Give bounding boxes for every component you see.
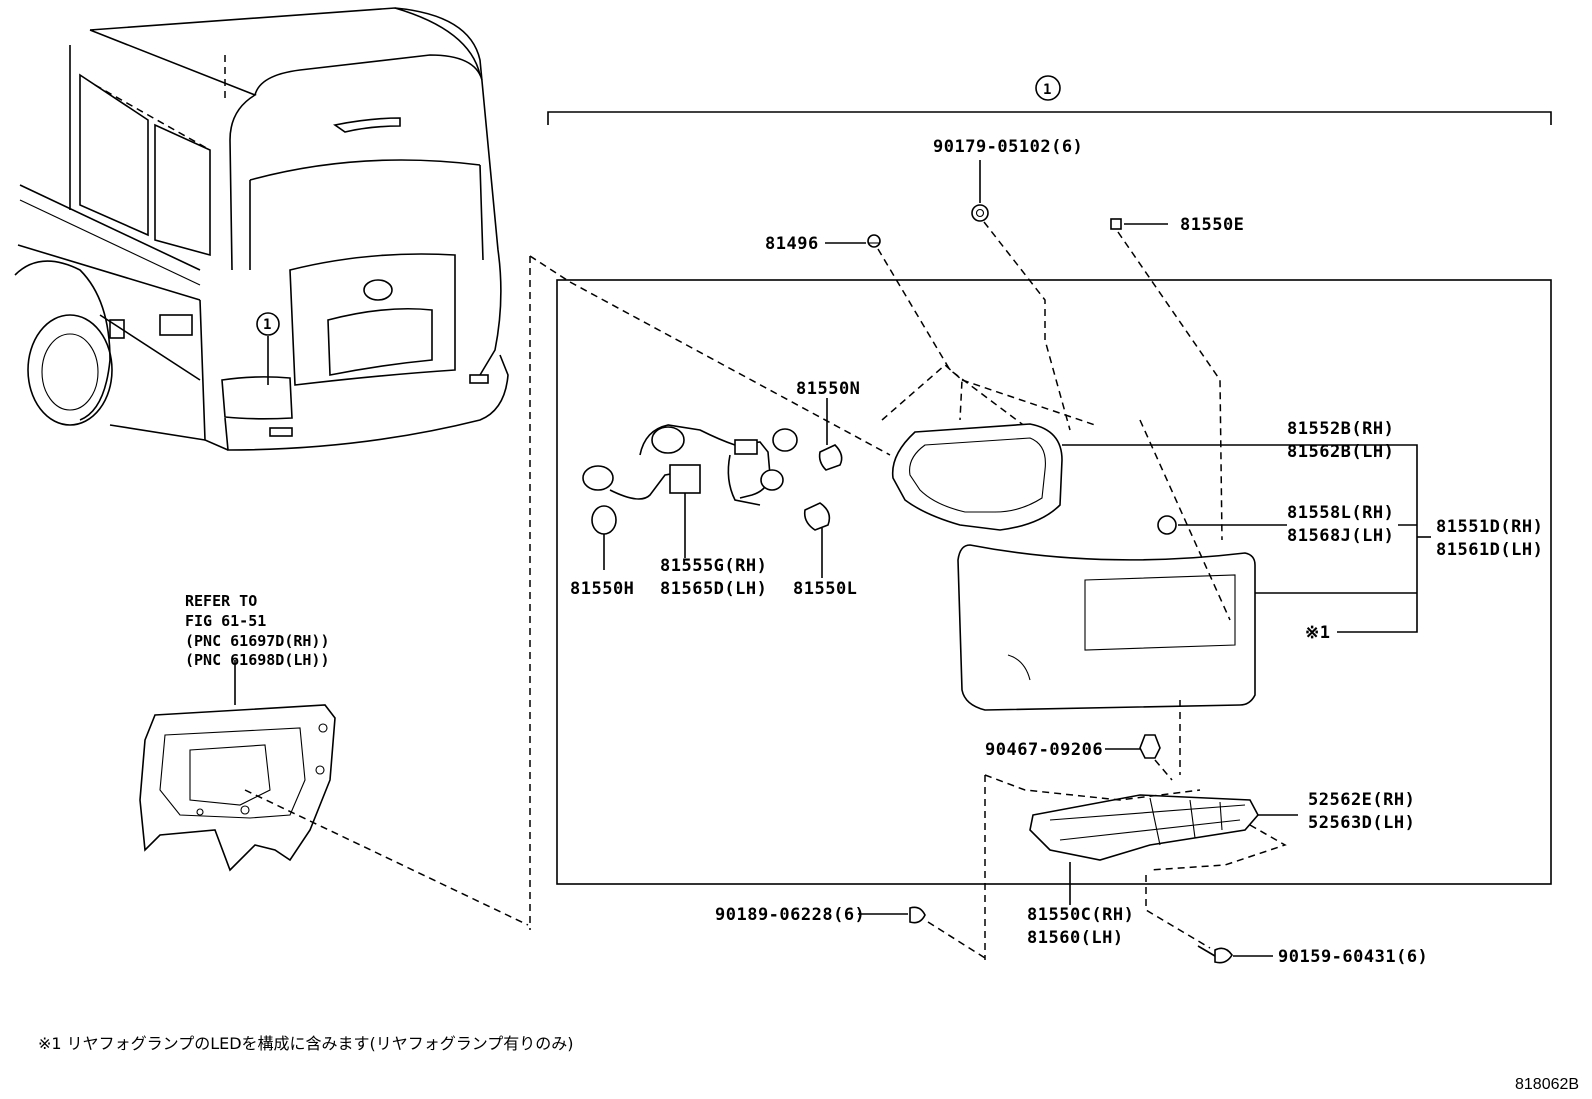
- screw-90159: [1197, 945, 1273, 964]
- clip-81496: [825, 234, 881, 248]
- label-81550C-rh: 81550C(RH): [1027, 905, 1134, 925]
- socket-wire-81555G: [582, 424, 798, 558]
- label-81550E: 81550E: [1180, 215, 1244, 235]
- bulb-81550H: [591, 505, 617, 570]
- gasket-81552B: [891, 423, 1063, 531]
- label-81568J-lh: 81568J(LH): [1287, 526, 1394, 546]
- label-81551D-rh: 81551D(RH): [1436, 517, 1543, 537]
- refer-line-3: (PNC 61697D(RH)): [185, 632, 330, 650]
- label-81496: 81496: [765, 234, 819, 254]
- label-81561D-lh: 81561D(LH): [1436, 540, 1543, 560]
- bolt-90467: [1105, 734, 1161, 759]
- label-90159-60431: 90159-60431(6): [1278, 947, 1428, 967]
- label-52563D-lh: 52563D(LH): [1308, 813, 1415, 833]
- figure-code: 818062B: [1515, 1076, 1579, 1093]
- label-note-ref: ※1: [1305, 623, 1330, 643]
- refer-panel-61697D: [139, 660, 336, 872]
- label-90467-09206: 90467-09206: [985, 740, 1103, 760]
- vehicle-callout-number: 1: [263, 317, 271, 333]
- vehicle-rear-illustration: 1: [14, 7, 509, 451]
- bulb-81550N: [818, 398, 843, 471]
- bulb-81550L: [803, 502, 831, 578]
- assembly-bracket: 1: [547, 75, 1552, 125]
- label-81560-lh: 81560(LH): [1027, 928, 1124, 948]
- label-81558L-rh: 81558L(RH): [1287, 503, 1394, 523]
- label-52562E-rh: 52562E(RH): [1308, 790, 1415, 810]
- label-81550N: 81550N: [796, 379, 860, 399]
- screw-90189: [858, 906, 926, 924]
- assembly-callout-number: 1: [1043, 82, 1051, 98]
- cap-81558L: [1157, 515, 1287, 535]
- fastener-90179: [971, 160, 989, 222]
- label-90179-05102: 90179-05102(6): [933, 137, 1083, 157]
- bracket-52562E: [1029, 794, 1259, 861]
- label-81565D-lh: 81565D(LH): [660, 579, 767, 599]
- footnote: ※1 リヤフォグランプのLEDを構成に含みます(リヤフォグランプ有りのみ): [38, 1034, 574, 1053]
- label-81562B-lh: 81562B(LH): [1287, 442, 1394, 462]
- assembly-box: [556, 279, 1552, 885]
- label-81550L: 81550L: [793, 579, 857, 599]
- refer-line-1: REFER TO: [185, 592, 257, 610]
- label-81555G-rh: 81555G(RH): [660, 556, 767, 576]
- refer-line-4: (PNC 61698D(LH)): [185, 651, 330, 669]
- refer-line-2: FIG 61-51: [185, 612, 266, 630]
- label-81550H: 81550H: [570, 579, 634, 599]
- clip-81550E: [1110, 218, 1168, 230]
- label-90189-06228: 90189-06228(6): [715, 905, 865, 925]
- label-81552B-rh: 81552B(RH): [1287, 419, 1394, 439]
- lens-81551D: [957, 544, 1256, 711]
